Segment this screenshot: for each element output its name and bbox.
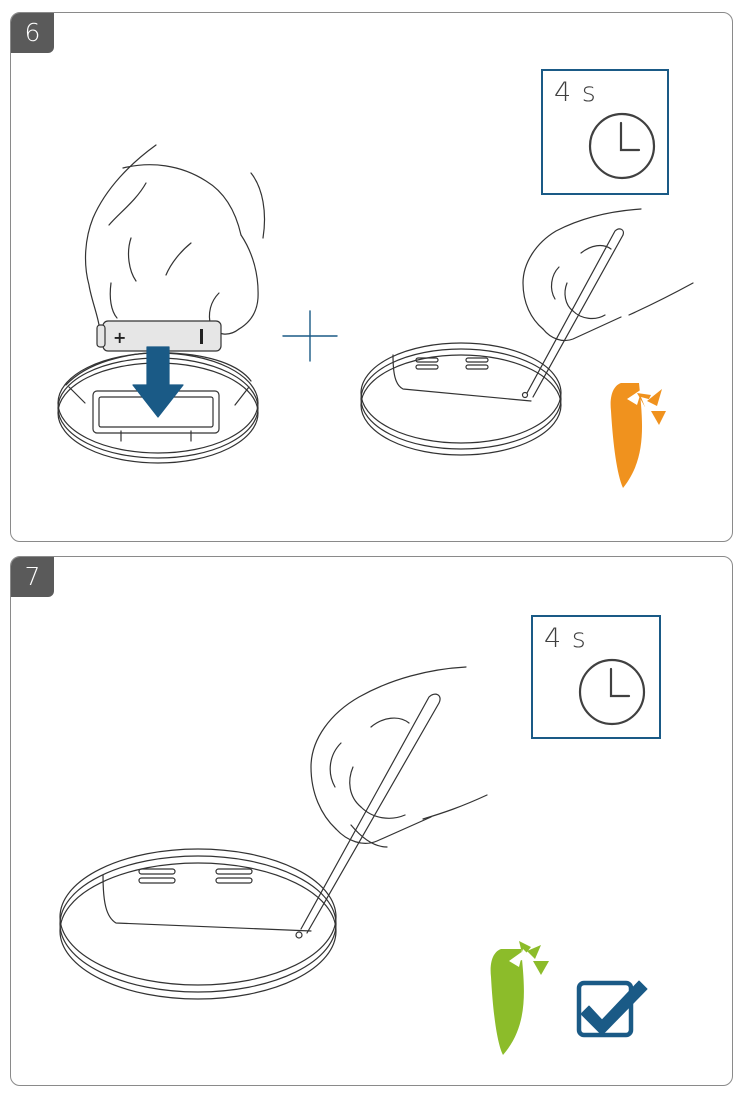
timer-box: 4 s (531, 615, 661, 739)
svg-text:+: + (113, 328, 126, 347)
closed-base-icon (59, 848, 337, 1000)
down-arrow-icon (132, 346, 184, 418)
hand-with-pin-icon (522, 208, 694, 398)
step-7-panel: 7 (10, 556, 733, 1086)
led-green-blink-icon (490, 941, 549, 1055)
step-7-illustration (11, 557, 732, 1085)
timer-label: 4 s (554, 77, 597, 108)
step-number-badge: 6 (11, 13, 54, 53)
timer-label: 4 s (544, 623, 587, 654)
checkbox-checked-icon (576, 980, 648, 1038)
step-6-panel: 6 + (10, 12, 733, 542)
hand-inserting-battery-icon (84, 144, 266, 335)
closed-base-icon (360, 342, 562, 456)
led-orange-blink-icon (610, 383, 666, 488)
step-number-badge: 7 (11, 557, 54, 597)
hand-with-pin-icon (300, 666, 488, 934)
timer-box: 4 s (541, 69, 669, 195)
step-6-illustration: + (11, 13, 732, 541)
clock-icon (578, 658, 646, 726)
plus-sign-icon (282, 310, 338, 362)
clock-icon (588, 112, 656, 180)
